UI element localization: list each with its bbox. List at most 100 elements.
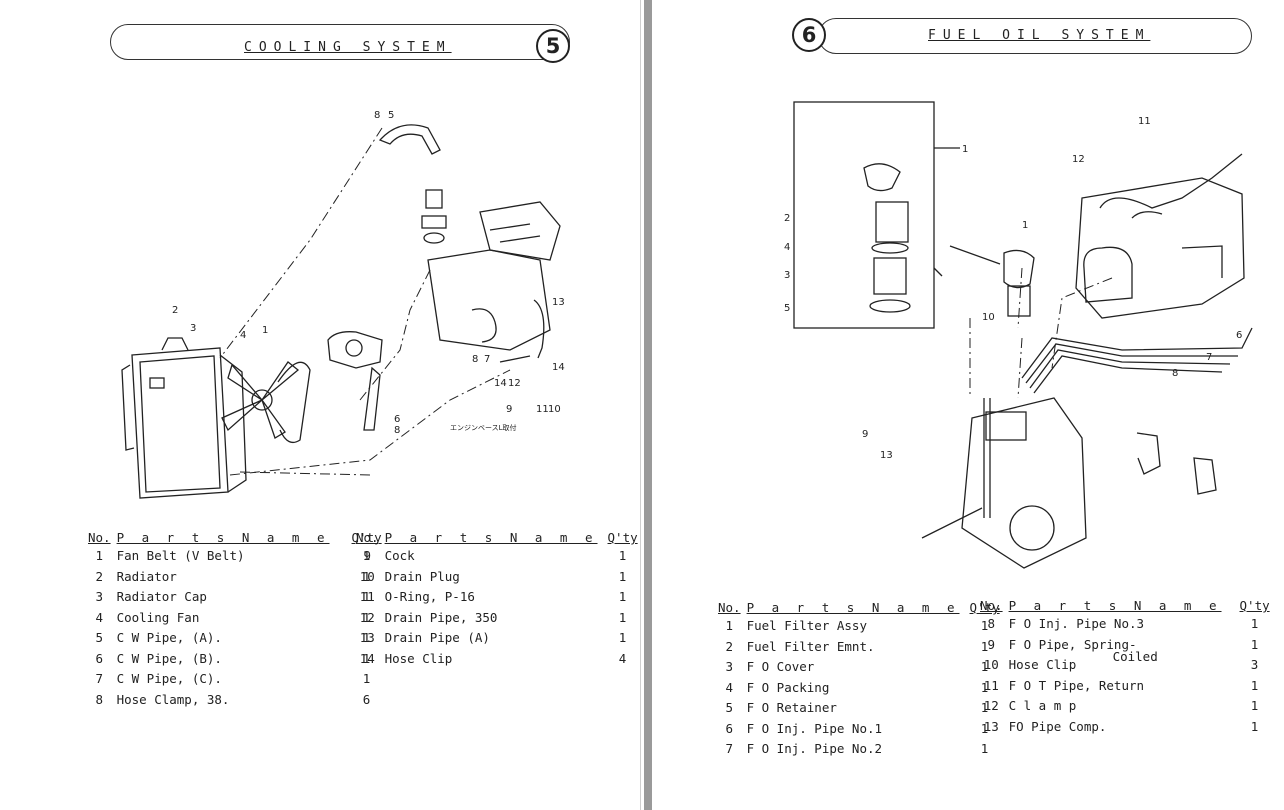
part-name: C l a m p [1008,698,1077,713]
part-qty: 1 [618,609,627,625]
left-page: COOLING SYSTEM 5 [88,24,644,712]
callout-label: 10 [982,312,995,323]
part-name: Fuel Filter Emnt. [746,638,875,654]
part-qty: 1 [362,568,371,584]
part-row: 8 Hose Clamp, 38. 6 [88,692,388,713]
right-page: 6 FUEL OIL SYSTEM [652,0,1284,810]
callout-label: 10 [548,404,561,415]
callout-label: 5 [388,110,394,121]
cooling-system-diagram: 8 5 2 3 4 1 13 14 8 7 14 12 9 11 10 6 8 [121,110,565,499]
part-qty: 1 [362,589,371,604]
part-name: F O Cover [746,659,815,674]
part-qty: 1 [362,548,371,563]
part-number: 12 [359,609,375,625]
callout-label: 6 [394,414,400,425]
part-name: C W Pipe, (C). [116,671,222,686]
section-number-badge: 5 [536,29,570,63]
part-number: 5 [725,700,734,715]
mounting-note: エンジンベースL取付 [450,424,517,432]
part-number: 10 [983,657,999,672]
callout-label: 11 [1138,116,1151,127]
callout-label: 11 [536,404,549,415]
part-name: Fuel Filter Assy [746,618,867,633]
callout-label: 5 [784,303,790,314]
header-parts-name: P a r t s N a m e [384,530,598,545]
part-name-line: F O Pipe, Spring- [1008,636,1137,652]
callout-label: 8 [374,110,380,121]
part-number: 11 [359,589,375,604]
callout-label: 12 [508,378,521,389]
section-title: COOLING SYSTEM [244,40,452,55]
callout-label: 8 [472,354,478,365]
part-number: 7 [95,671,104,686]
part-number: 12 [983,698,999,713]
part-qty: 1 [980,618,989,633]
part-name: Hose Clip [1008,657,1077,672]
callout-label: 3 [190,323,196,334]
part-qty: 6 [362,691,371,707]
part-name: Cooling Fan [116,609,200,625]
callout-label: 14 [552,362,565,373]
part-number: 8 [95,691,104,707]
fuel-oil-system-diagram: 11 12 1 2 4 3 5 10 1 6 7 8 9 13 [784,101,1253,569]
part-qty: 1 [980,659,989,674]
part-name: F O T Pipe, Return [1008,677,1145,693]
callout-label: 7 [1206,352,1212,363]
header-qty: Q'ty [607,530,638,545]
part-name: Drain Pipe (A) [384,630,490,645]
callout-label: 13 [880,450,893,461]
callout-label: 6 [1236,330,1242,341]
header-no: No. [356,530,379,545]
part-name: C W Pipe, (A). [116,630,222,645]
part-number: 1 [95,548,104,563]
callout-label: 14 [494,378,507,389]
part-row: 10 Drain Plug 1 [356,569,644,590]
part-qty: 1 [362,609,371,625]
part-name: Radiator [116,568,177,584]
callout-label: 4 [784,242,790,253]
callout-label: 7 [484,354,490,365]
callout-label: 9 [506,404,512,415]
part-number: 4 [725,679,734,695]
part-name: Drain Pipe, 350 [384,609,498,625]
callout-label: 2 [172,305,178,316]
part-qty: 1 [980,679,989,695]
part-number: 8 [987,616,996,631]
part-number: 3 [95,589,104,604]
part-name: F O Inj. Pipe No.1 [746,720,883,736]
part-name: F O Inj. Pipe No.2 [746,741,883,756]
part-qty: 1 [362,671,371,686]
part-number: 6 [95,650,104,666]
part-number: 7 [725,741,734,756]
section-number-badge: 6 [792,18,826,52]
section-title: FUEL OIL SYSTEM [928,28,1151,43]
part-name: Drain Plug [384,568,460,584]
part-qty: 1 [618,568,627,584]
part-row: 7 C W Pipe, (C). 1 [88,671,388,692]
part-qty: 1 [362,650,371,666]
callout-label: 3 [784,270,790,281]
part-name: Hose Clamp, 38. [116,691,230,707]
header-no: No. [980,598,1003,613]
callout-label: 8 [1172,368,1178,379]
callout-label: 2 [784,213,790,224]
header-qty: Q'ty [969,600,1000,615]
part-number: 10 [359,568,375,584]
